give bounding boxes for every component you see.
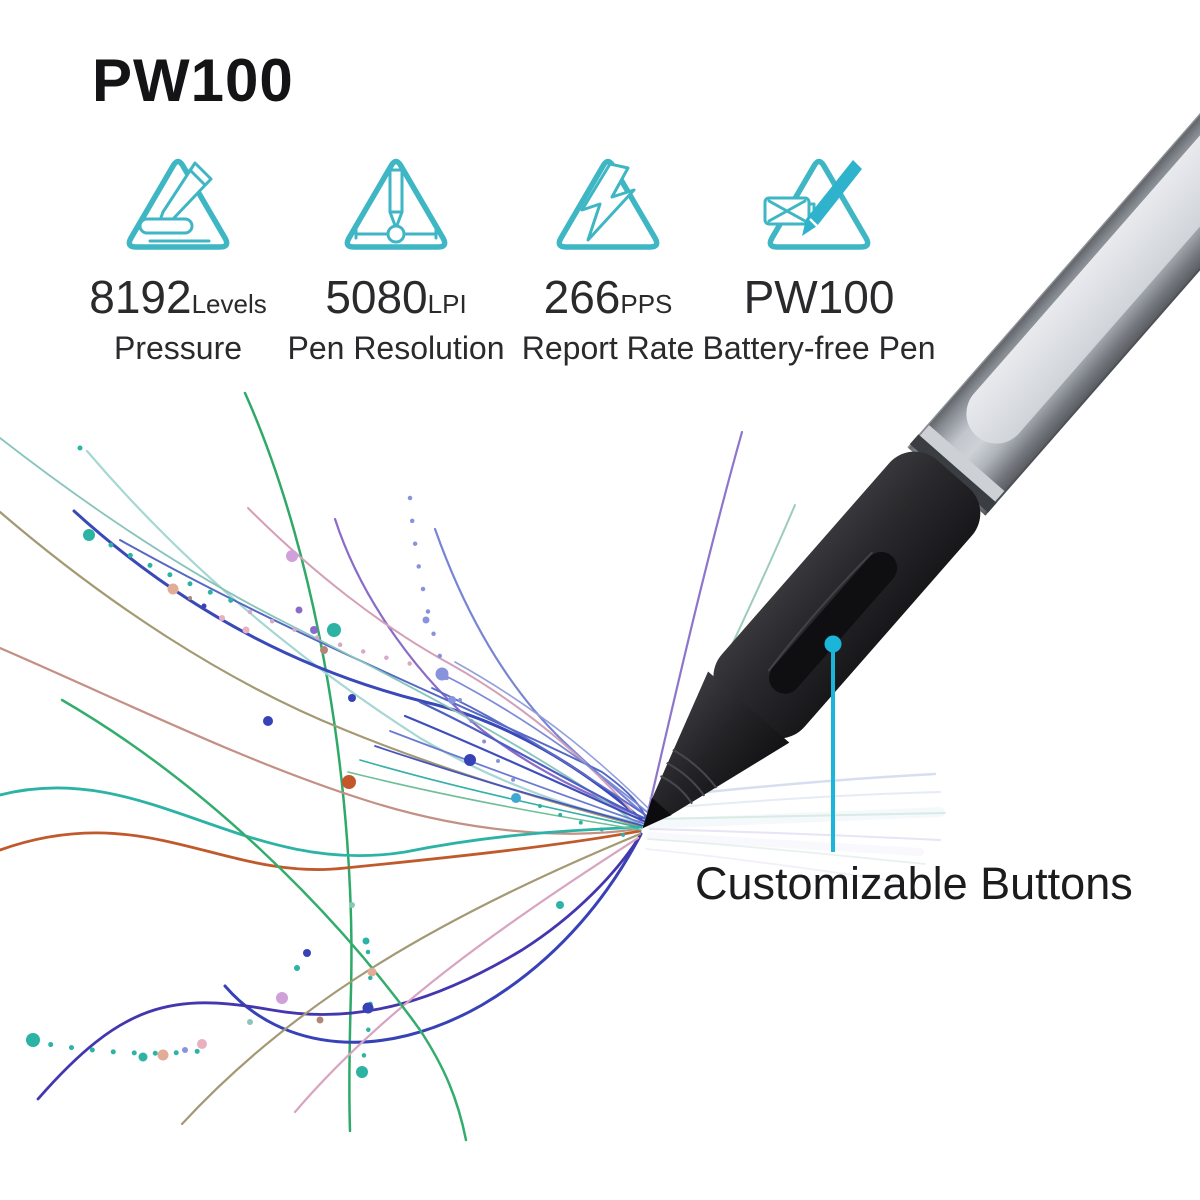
pen-barrel-facet [966, 52, 1200, 444]
feature-unit: PPS [620, 289, 673, 319]
feature-value: 8192 [89, 271, 192, 323]
feature-report-rate: 266PPS Report Rate [488, 142, 728, 367]
feature-value: 266 [543, 271, 621, 323]
battery-free-triangle-icon [763, 158, 871, 250]
pen-seam-ring [909, 434, 997, 513]
feature-value: 5080 [325, 271, 428, 323]
callout-marker-dot [824, 635, 842, 653]
page-title: PW100 [92, 47, 294, 114]
feature-label: Report Rate [521, 330, 695, 366]
feature-unit: Levels [191, 289, 267, 319]
feature-pen-resolution: 5080LPI Pen Resolution [276, 142, 516, 367]
resolution-triangle-icon [344, 158, 448, 250]
feature-label: Pen Resolution [287, 330, 505, 366]
feature-pressure: 8192Levels Pressure [58, 142, 298, 367]
feature-label: Battery-free Pen [702, 330, 936, 366]
feature-unit: LPI [427, 289, 467, 319]
pressure-triangle-icon [126, 158, 230, 250]
report-rate-triangle-icon [556, 158, 660, 250]
feature-label: Pressure [113, 330, 243, 366]
feature-value: PW100 [743, 271, 895, 323]
feature-battery-free: PW100 Battery-free Pen [699, 142, 939, 367]
pen-rocker-button [769, 551, 898, 694]
pen-cone [651, 671, 790, 816]
callout-customizable-buttons: Customizable Buttons [695, 858, 1133, 909]
pen-nib [642, 797, 672, 829]
